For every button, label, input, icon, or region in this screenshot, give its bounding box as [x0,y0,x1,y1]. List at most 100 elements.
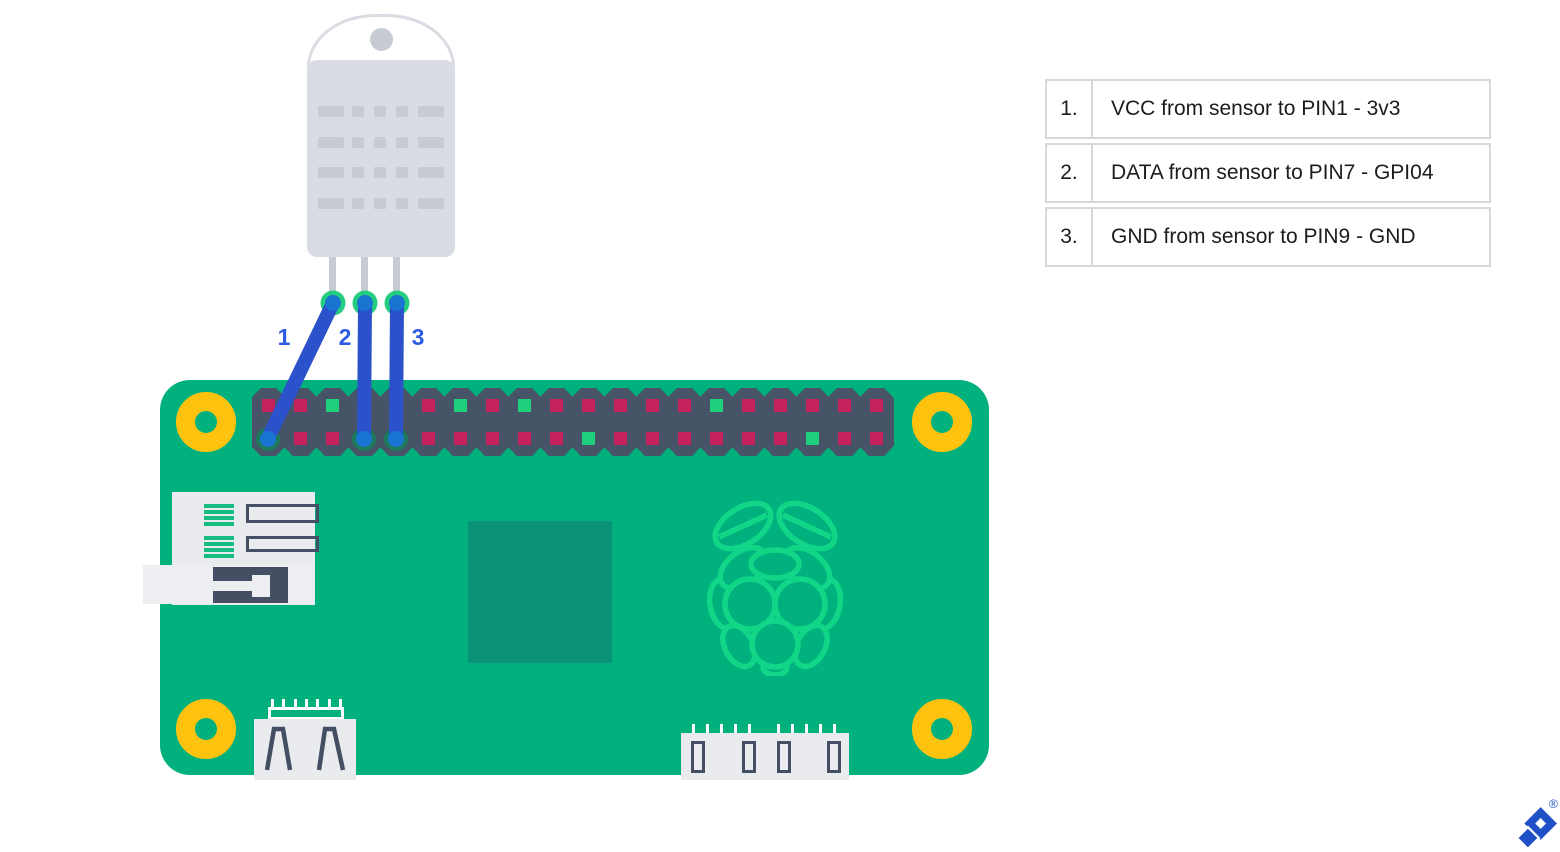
sensor-leg [393,255,400,305]
gpio-pin [284,421,317,456]
gpio-pin-contact [774,432,787,445]
sd-connector-key-head [252,575,270,597]
sensor-vent [374,198,386,209]
wire-label-2: 2 [338,324,352,350]
gpio-pin [636,421,669,456]
sensor-vent [418,137,444,148]
hdmi-pin [338,699,342,708]
sensor-vent [418,106,444,117]
sd-contact-stripe [204,542,234,546]
gpio-pin-contact [326,432,339,445]
usb-pin [833,724,836,733]
sensor-vent [374,106,386,117]
wire-label-1: 1 [277,324,291,350]
gpio-pin [796,421,829,456]
gpio-pin [284,388,317,423]
sd-contact-stripe [204,536,234,540]
sensor-vent [318,198,344,209]
registered-trademark: ® [1549,797,1558,811]
usb-pin [734,724,737,733]
sd-trace [246,536,319,552]
sd-connector [213,567,288,603]
hdmi-pin [282,699,286,708]
table-row: 3. GND from sensor to PIN9 - GND [1045,207,1491,267]
gpio-pin-contact [294,399,307,412]
gpio-pin [476,421,509,456]
usb-slot [691,741,705,773]
gpio-header [252,388,894,456]
usb-pin [777,724,780,733]
gpio-pin [604,388,637,423]
gpio-pin [604,421,637,456]
toptal-logo-icon [1517,807,1557,850]
gpio-pin [828,388,861,423]
gpio-pin [540,421,573,456]
gpio-pin-contact [742,432,755,445]
gpio-pin [380,421,413,456]
gpio-pin [444,388,477,423]
gpio-pin [252,388,285,423]
gpio-pin-contact [326,399,339,412]
gpio-pin-contact [742,399,755,412]
gpio-pin-contact [806,399,819,412]
gpio-pin [764,388,797,423]
dht-sensor-body [307,60,455,257]
gpio-pin [636,388,669,423]
hdmi-connector [254,719,356,780]
mount-hole [912,699,972,759]
usb-slot [742,741,756,773]
gpio-pin-contact [518,432,531,445]
gpio-pin-contact [582,432,595,445]
gpio-pin-contact [422,432,435,445]
sensor-vent [374,137,386,148]
gpio-pin-contact [422,399,435,412]
sensor-cap-hole [370,28,393,51]
sd-contact-stripe [204,510,234,514]
gpio-pin-contact [646,399,659,412]
gpio-pin-contact [614,399,627,412]
gpio-pin-contact [486,399,499,412]
gpio-pin [380,388,413,423]
usb-pin [692,724,695,733]
gpio-pin-contact [390,399,403,412]
hdmi-pin [304,699,308,708]
sensor-vent [318,137,344,148]
hdmi-pin [327,699,331,708]
gpio-pin-contact [646,432,659,445]
gpio-pin [668,421,701,456]
row-text: DATA from sensor to PIN7 - GPI04 [1111,161,1434,184]
connections-table: 1. VCC from sensor to PIN1 - 3v3 2. DATA… [1045,79,1491,267]
gpio-pin [348,421,381,456]
gpio-pin-contact [550,432,563,445]
sd-contact-stripe [204,516,234,520]
sensor-vent [396,106,408,117]
gpio-pin [668,388,701,423]
sd-connector-key [213,581,257,591]
gpio-pin [860,388,893,423]
sensor-vent [418,198,444,209]
raspberry-pi-logo-icon [706,500,844,676]
gpio-pin [412,388,445,423]
gpio-pin [508,388,541,423]
gpio-pin [316,388,349,423]
gpio-pin [508,421,541,456]
sensor-vent [374,167,386,178]
hdmi-pin [316,699,320,708]
soc-chip [468,521,612,663]
usb-pin [791,724,794,733]
gpio-pin-contact [582,399,595,412]
row-number: 2. [1047,145,1093,201]
sensor-vent [352,167,364,178]
sensor-leg [329,255,336,305]
mount-hole [912,392,972,452]
wire-label-3: 3 [411,324,425,350]
sensor-vent [396,198,408,209]
gpio-pin [860,421,893,456]
gpio-pin-contact [838,432,851,445]
sensor-vent [396,167,408,178]
gpio-pin-contact [678,399,691,412]
row-text: GND from sensor to PIN9 - GND [1111,225,1416,248]
sensor-vent [318,106,344,117]
sensor-vent [396,137,408,148]
gpio-pin [316,421,349,456]
